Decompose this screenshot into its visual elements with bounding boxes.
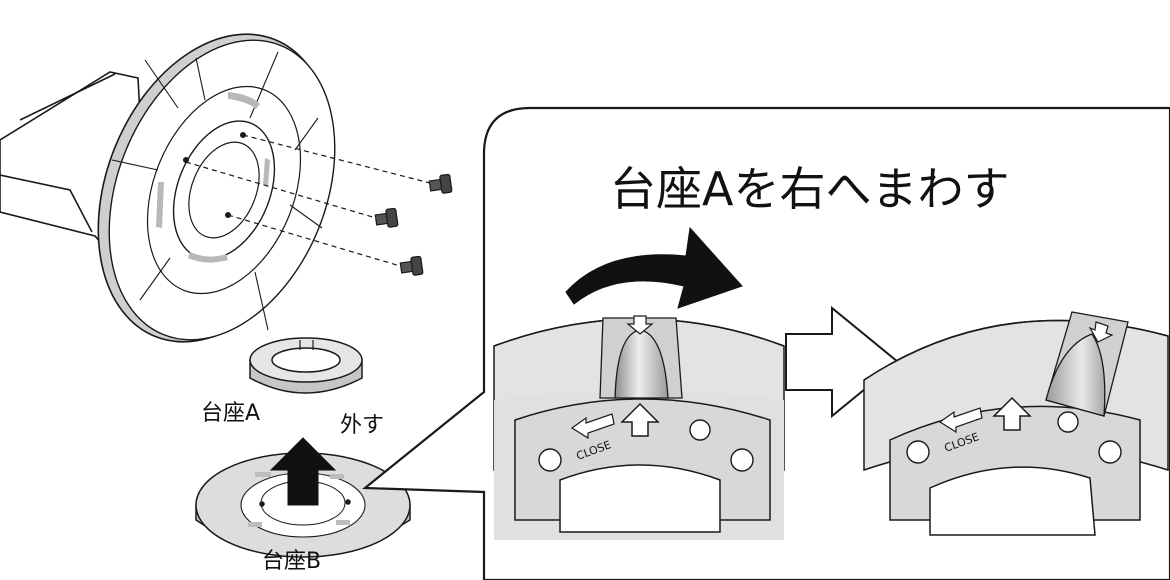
close-arrow-icon	[938, 407, 983, 434]
base-b-label: 台座B	[262, 549, 321, 574]
closeup-before	[493, 315, 785, 540]
screw-guide-lines	[185, 134, 431, 267]
base-a-ring	[249, 337, 363, 394]
callout-title: 台座Aを右へまわす	[610, 162, 1009, 216]
stand-base-plate	[97, 33, 336, 343]
close-arrow-icon	[570, 413, 615, 440]
up-arrow-icon	[620, 402, 660, 437]
screw-icon	[374, 173, 453, 276]
curved-rotate-arrow-icon	[565, 226, 743, 309]
down-arrow-icon	[626, 315, 654, 335]
closeup-after	[863, 311, 1169, 536]
up-arrow-icon	[992, 396, 1032, 431]
base-a-label: 台座A	[201, 401, 260, 426]
remove-up-arrow-icon	[269, 437, 337, 506]
down-arrow-icon	[1088, 321, 1114, 343]
remove-label: 外す	[340, 413, 384, 438]
